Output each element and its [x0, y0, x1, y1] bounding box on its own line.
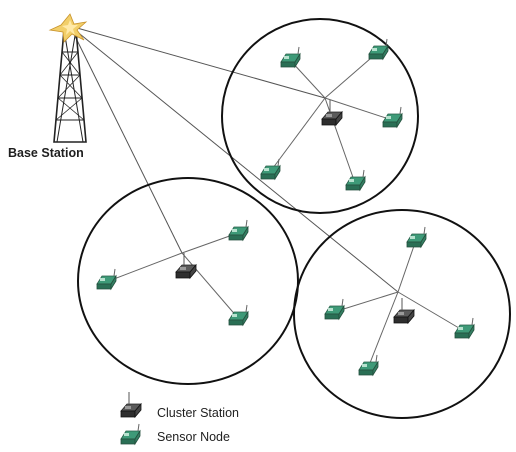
- base-station-tower-icon: [53, 29, 87, 143]
- sensor-node-icon: [406, 226, 427, 248]
- sensor-node-icon: [345, 169, 366, 191]
- backbone-links: [69, 25, 399, 293]
- cluster-station-icon: [175, 252, 197, 279]
- cluster-boundary-top-right: [221, 18, 419, 214]
- sensor-node-icon: [324, 298, 345, 320]
- link-base-to-cluster-2: [69, 25, 183, 254]
- legend-sensor-node-label: Sensor Node: [157, 430, 230, 444]
- sensor-node-icon: [228, 219, 249, 241]
- cluster-links: [105, 51, 465, 369]
- sensor-node-icon: [454, 317, 475, 339]
- legend-sensor-node-icon: [120, 423, 141, 445]
- cluster-station-icon: [393, 297, 415, 324]
- link-base-to-cluster-1: [69, 25, 326, 99]
- legend-cluster-station-label: Cluster Station: [157, 406, 239, 420]
- antenna-signal-icon: [48, 13, 88, 43]
- base-station-label: Base Station: [8, 146, 84, 160]
- sensor-node-icon: [368, 38, 389, 60]
- cluster-circles: [77, 18, 511, 419]
- sensor-node-icon: [228, 304, 249, 326]
- legend-cluster-station-icon: [120, 391, 142, 418]
- link-base-to-cluster-3: [69, 25, 399, 293]
- sensor-node-icon: [280, 46, 301, 68]
- cluster-boundary-bottom-right: [293, 209, 511, 419]
- sensor-node-icon: [358, 354, 379, 376]
- sensor-node-icon: [96, 268, 117, 290]
- sensor-node-icon: [382, 106, 403, 128]
- cluster-boundary-left: [77, 177, 299, 385]
- cluster-station-icon: [321, 99, 343, 126]
